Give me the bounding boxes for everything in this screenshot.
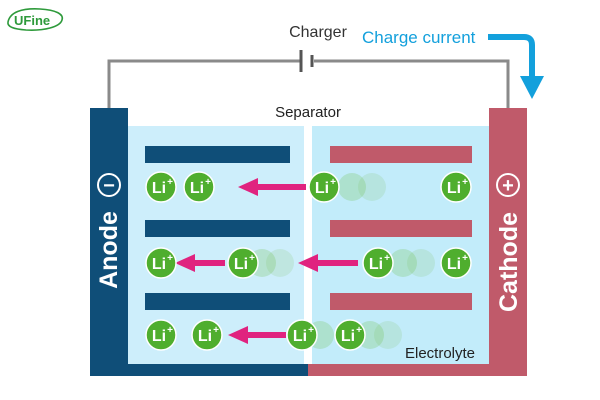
arrow-left-icon <box>175 254 225 272</box>
arrow-left-icon <box>228 326 286 344</box>
li-ion-charge: + <box>205 177 211 188</box>
cathode <box>489 108 527 376</box>
cathode-base <box>308 364 527 376</box>
anode <box>90 108 128 376</box>
cathode-label: Cathode <box>495 212 523 312</box>
li-ion-icon: Li+ <box>191 319 223 351</box>
li-ion-charge: + <box>213 325 219 336</box>
charger-label: Charger <box>289 24 347 41</box>
ufine-logo-icon: UFine <box>7 8 64 31</box>
li-ion-charge: + <box>167 177 173 188</box>
cathode-layer <box>330 293 472 310</box>
li-ion-symbol: Li <box>198 328 212 345</box>
li-ion-icon: Li+ <box>308 171 340 203</box>
li-ion-icon: Li+ <box>334 319 366 351</box>
logo-text: UFine <box>14 13 50 28</box>
cathode-plus-icon <box>496 173 520 197</box>
li-ion-symbol: Li <box>234 256 248 273</box>
li-ion-icon: Li+ <box>227 247 259 279</box>
circuit-wire-right <box>314 59 510 110</box>
circuit-wire <box>107 59 300 110</box>
battery-symbol-icon <box>299 50 314 72</box>
charge-current-label: Charge current <box>362 28 476 47</box>
anode-minus-icon <box>97 173 121 197</box>
li-ion-symbol: Li <box>152 256 166 273</box>
electrolyte-label: Electrolyte <box>405 345 475 362</box>
anode-layer <box>145 293 290 310</box>
li-ion-icon: Li+ <box>440 247 472 279</box>
separator-label: Separator <box>275 104 341 121</box>
li-ion-charge: + <box>249 253 255 264</box>
li-ion-symbol: Li <box>293 328 307 345</box>
lithium-ions: Li+Li+Li+Li+Li+Li+Li+Li+Li+Li+Li+Li+ <box>145 171 472 351</box>
current-arrow-icon <box>488 34 544 99</box>
li-ion-icon: Li+ <box>286 319 318 351</box>
li-ion-symbol: Li <box>341 328 355 345</box>
li-ion-symbol: Li <box>369 256 383 273</box>
li-ion-symbol: Li <box>152 328 166 345</box>
cathode-layer <box>330 146 472 163</box>
li-ion-charge: + <box>462 253 468 264</box>
li-ion-charge: + <box>384 253 390 264</box>
li-ion-charge: + <box>462 177 468 188</box>
anode-layer <box>145 146 290 163</box>
li-ion-icon: Li+ <box>145 319 177 351</box>
ion-motion-trails <box>248 173 435 349</box>
li-ion-icon: Li+ <box>440 171 472 203</box>
anode-label: Anode <box>95 211 123 289</box>
arrow-left-icon <box>298 254 358 272</box>
li-ion-icon: Li+ <box>183 171 215 203</box>
li-ion-symbol: Li <box>190 180 204 197</box>
li-ion-symbol: Li <box>315 180 329 197</box>
li-ion-icon: Li+ <box>145 171 177 203</box>
li-ion-charge: + <box>167 253 173 264</box>
li-ion-charge: + <box>356 325 362 336</box>
cathode-layer <box>330 220 472 237</box>
li-ion-symbol: Li <box>152 180 166 197</box>
li-ion-icon: Li+ <box>362 247 394 279</box>
li-ion-icon: Li+ <box>145 247 177 279</box>
separator <box>304 126 312 368</box>
li-ion-charge: + <box>308 325 314 336</box>
anode-sign: − <box>103 175 115 197</box>
li-ion-charge: + <box>330 177 336 188</box>
anode-base <box>90 364 308 376</box>
li-ion-charge: + <box>167 325 173 336</box>
cathode-sign: + <box>502 175 514 197</box>
arrow-left-icon <box>238 178 306 196</box>
anode-layer <box>145 220 290 237</box>
li-ion-symbol: Li <box>447 256 461 273</box>
li-ion-symbol: Li <box>447 180 461 197</box>
